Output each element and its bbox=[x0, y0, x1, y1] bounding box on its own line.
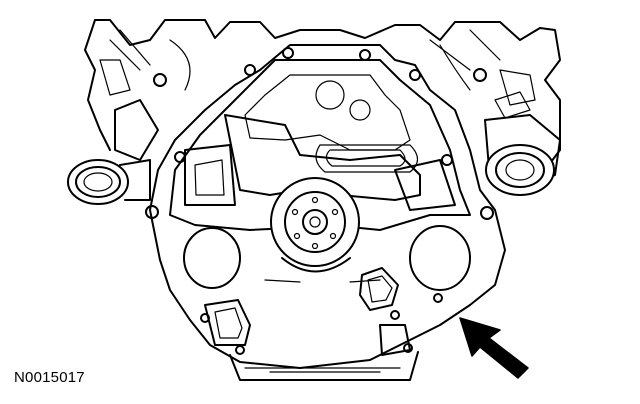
callout-arrow-icon bbox=[459, 317, 529, 379]
engine-block bbox=[84, 19, 561, 171]
figure-code: N0015017 bbox=[14, 369, 85, 386]
lower-plate-features bbox=[183, 225, 471, 381]
plate-bolt-holes bbox=[145, 47, 494, 355]
left-pulley bbox=[67, 99, 159, 205]
crank-hub bbox=[270, 177, 360, 273]
right-pulley bbox=[484, 91, 561, 196]
